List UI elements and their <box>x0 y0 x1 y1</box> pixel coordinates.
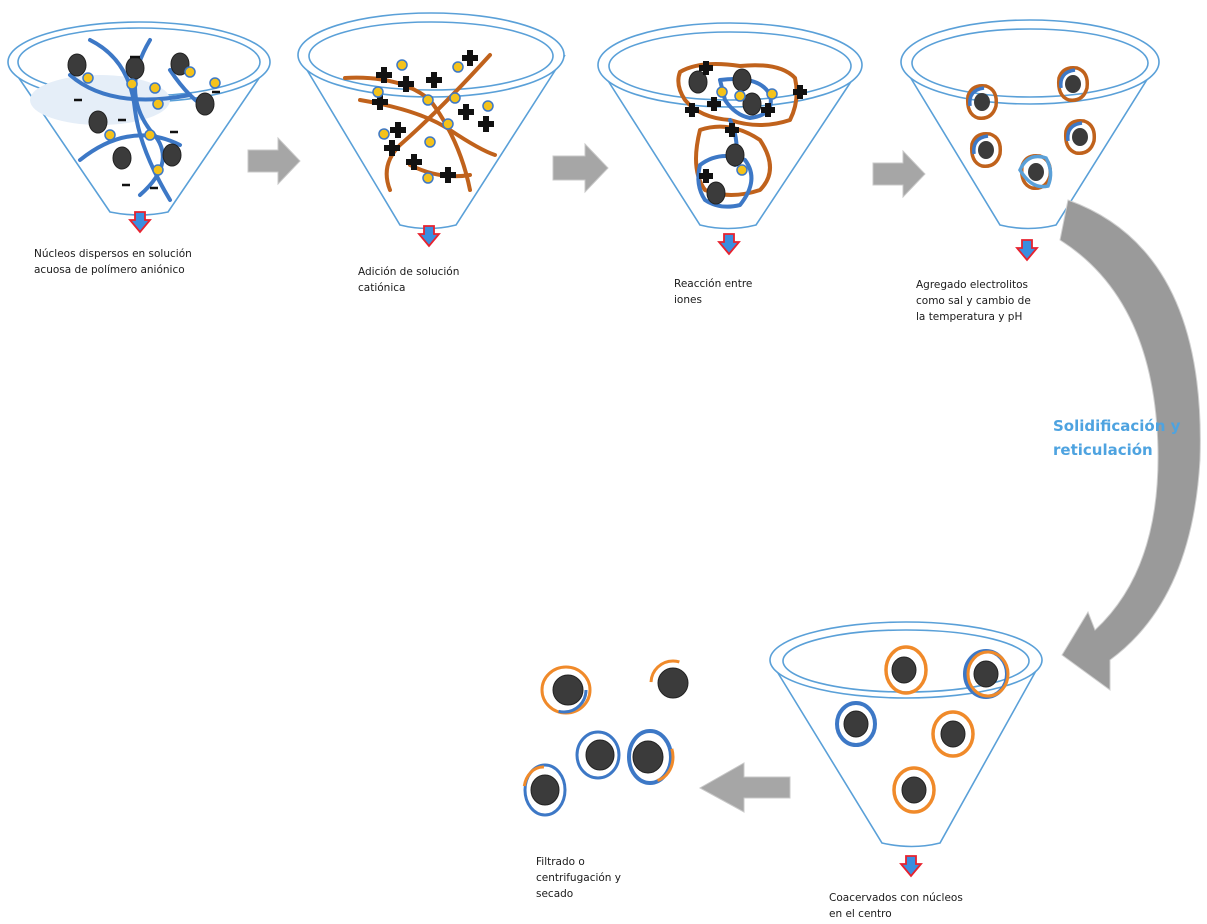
cores <box>67 52 215 170</box>
funnel-step4 <box>900 19 1160 262</box>
flow-arrow-2-icon <box>552 142 609 194</box>
caption-step5: Coacervados con núcleos en el centro <box>829 892 963 920</box>
cation-crosses <box>685 61 807 183</box>
caption-step4: Agregado electrolitos como sal y cambio … <box>916 279 1031 323</box>
cation-crosses <box>372 50 494 183</box>
caption-step1: Núcleos dispersos en solución acuosa de … <box>34 248 192 276</box>
ions <box>716 86 778 176</box>
drain-arrow-icon <box>417 225 441 248</box>
funnel-step3 <box>597 22 863 256</box>
caption-step3: Reacción entre iones <box>674 278 753 306</box>
anion-ions <box>82 66 221 176</box>
side-label: Solidificación y reticulación <box>1053 417 1181 459</box>
caption-step6: Filtrado o centrifugación y secado <box>536 856 622 900</box>
drain-arrow-icon <box>1015 239 1039 262</box>
cores <box>688 68 762 205</box>
ions <box>372 59 494 184</box>
caption-step2: Adición de solución catiónica <box>358 266 460 294</box>
coacervates <box>835 645 1010 814</box>
coated-particles <box>965 65 1097 190</box>
funnel-step1 <box>7 21 271 234</box>
drain-arrow-icon <box>717 233 741 256</box>
dried-particles <box>522 659 697 817</box>
drain-arrow-icon <box>128 211 152 234</box>
curved-flow-arrow-icon <box>1059 199 1201 691</box>
funnel-step5 <box>769 621 1043 878</box>
minus-signs <box>74 55 220 190</box>
flow-arrow-left-icon <box>698 762 791 813</box>
drain-arrow-icon <box>899 855 923 878</box>
funnel-step2 <box>297 12 566 248</box>
flow-arrow-3-icon <box>872 149 926 199</box>
flow-arrow-1-icon <box>247 136 301 186</box>
